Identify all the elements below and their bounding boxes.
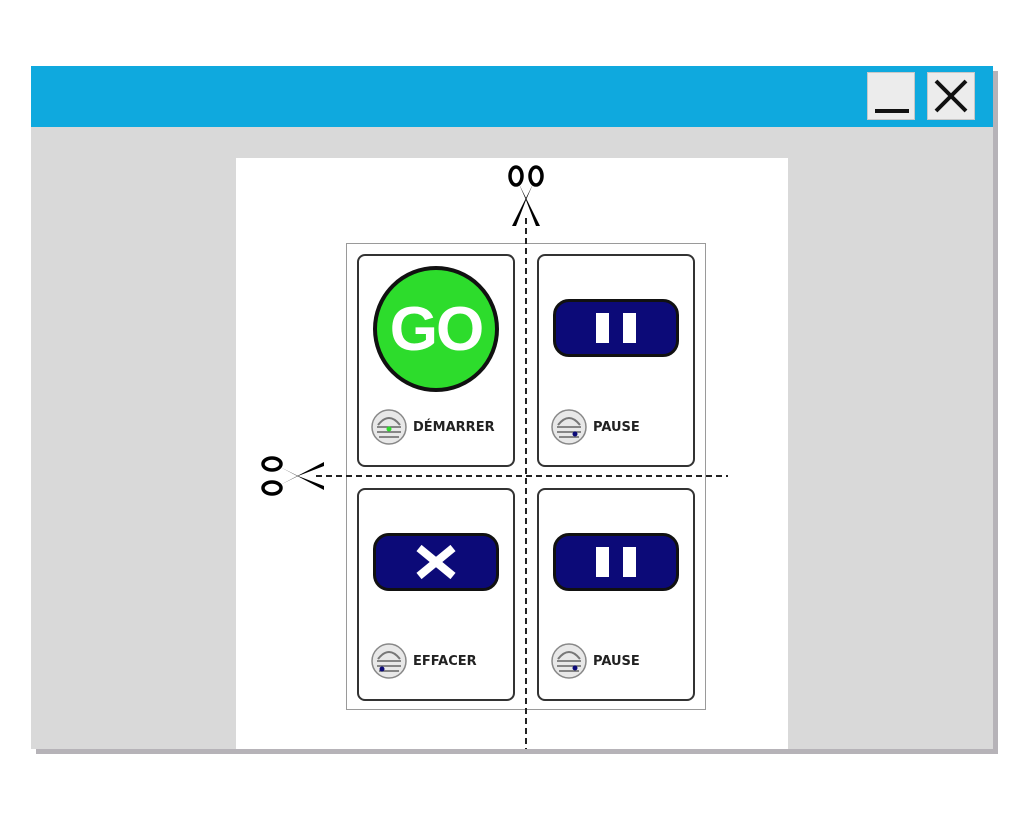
go-text: GO [389,294,484,364]
card-effacer: EFFACER [357,488,515,701]
card-footer: PAUSE [549,640,640,682]
robot-icon [551,409,587,445]
pause-icon [596,547,636,577]
card-pause: PAUSE [537,254,695,467]
pause-button-graphic [553,533,679,591]
title-bar[interactable] [31,66,993,127]
card-footer: EFFACER [369,640,477,682]
scissors-icon [508,165,544,226]
x-icon [416,544,456,580]
card-footer: DÉMARRER [369,406,495,448]
robot-icon [371,643,407,679]
robot-icon [371,409,407,445]
card-pause: PAUSE [537,488,695,701]
card-label: PAUSE [593,653,640,669]
pause-button-graphic [553,299,679,357]
scissors-icon [261,456,324,496]
go-button-graphic: GO [373,266,499,392]
robot-icon [551,643,587,679]
card-label: EFFACER [413,653,477,669]
app-window: GO DÉMARRER [31,66,993,749]
minimize-button[interactable] [867,72,915,120]
cut-lines [316,218,728,749]
card-label: PAUSE [593,419,640,435]
pause-icon [596,313,636,343]
card-label: DÉMARRER [413,419,495,435]
card-footer: PAUSE [549,406,640,448]
printable-sheet: GO DÉMARRER [236,158,788,749]
erase-button-graphic [373,533,499,591]
close-icon [934,79,968,113]
minimize-icon [875,109,909,113]
card-demarrer: GO DÉMARRER [357,254,515,467]
close-button[interactable] [927,72,975,120]
